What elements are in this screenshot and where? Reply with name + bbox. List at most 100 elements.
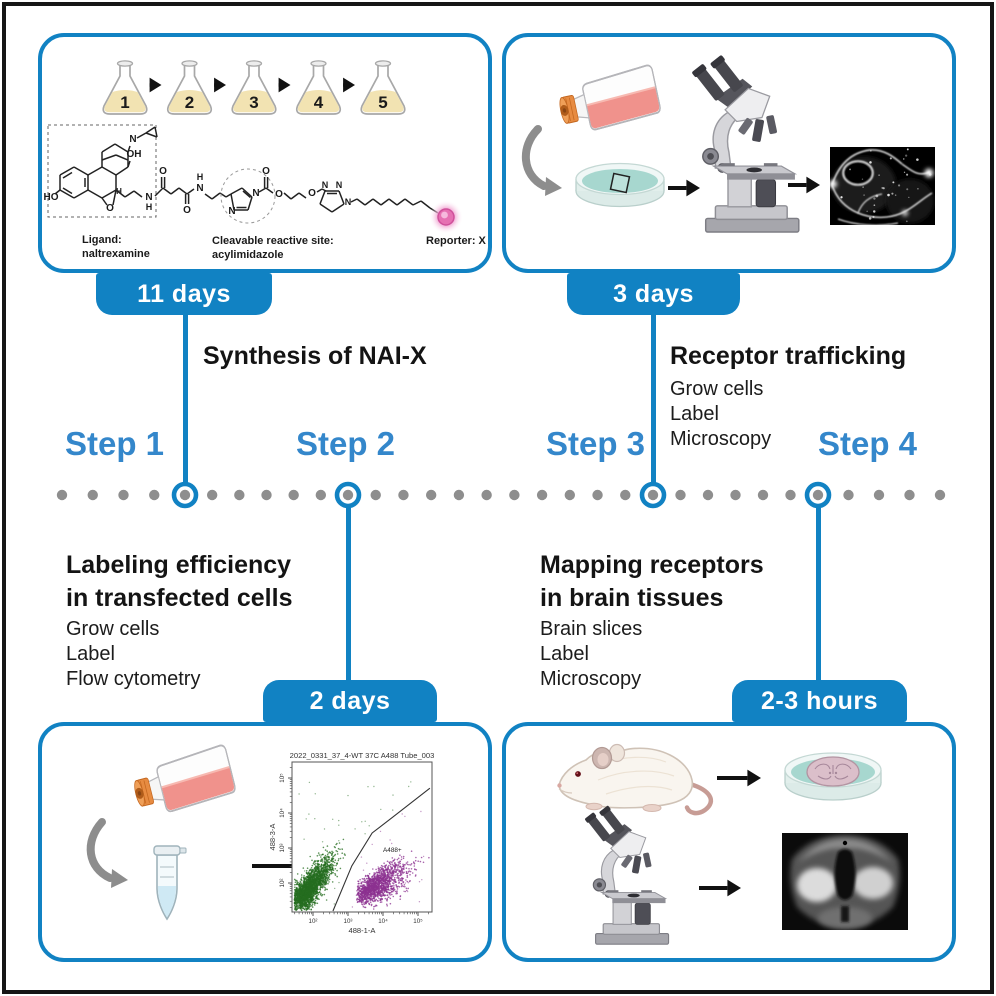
text-line: in brain tissues — [540, 584, 724, 612]
brain-image — [782, 833, 908, 930]
svg-text:N: N — [252, 188, 259, 199]
panel-trafficking — [502, 33, 956, 273]
step-label-2: Step 2 — [296, 425, 396, 462]
ligand-label: Ligand: — [82, 234, 122, 246]
svg-text:N: N — [322, 180, 329, 190]
flask-number: 3 — [249, 93, 258, 112]
erlenmeyer-flask-icon: 1 — [102, 60, 148, 115]
svg-text:N: N — [196, 183, 203, 194]
text-line: Mapping receptors — [540, 551, 764, 579]
text-line: Flow cytometry — [66, 668, 201, 690]
duration-badge-step1: 11 days — [96, 273, 272, 315]
reporter-label: Reporter: X — [426, 235, 487, 247]
flask-number: 1 — [120, 93, 129, 112]
trafficking-illustration — [521, 55, 935, 233]
text-line: Labeling efficiency — [66, 551, 292, 579]
erlenmeyer-flask-icon: 5 — [360, 60, 406, 115]
text-line: in transfected cells — [66, 584, 293, 612]
flow-cytometry-plot: 2022_0331_37_4-WT 37C A488 Tube_003 10² 10… — [268, 751, 434, 935]
coverslip-icon — [609, 172, 631, 194]
svg-text:10⁵: 10⁵ — [279, 773, 286, 783]
timeline-dots — [56, 489, 946, 501]
curved-arrow-icon — [521, 125, 562, 196]
timeline-node-step2 — [334, 481, 362, 509]
arrow-icon — [343, 77, 355, 93]
flask-row: 1 2 3 4 5 — [102, 60, 406, 115]
brain-mapping-illustration — [557, 743, 908, 945]
section-title-step4: Mapping receptors in brain tissues — [540, 549, 764, 615]
svg-text:10²: 10² — [309, 918, 318, 925]
text-line: Label — [540, 643, 589, 665]
timeline — [56, 481, 946, 509]
text-line: Label — [66, 643, 115, 665]
svg-text:O: O — [275, 189, 283, 200]
arrow-icon — [717, 769, 761, 787]
svg-text:H: H — [146, 202, 153, 212]
svg-text:N: N — [345, 197, 352, 207]
svg-text:N: N — [129, 134, 136, 145]
svg-text:N: N — [145, 192, 152, 203]
connector-step3 — [650, 314, 656, 483]
text-line: Microscopy — [540, 668, 642, 690]
microscope-icon — [585, 805, 670, 945]
svg-text:10³: 10³ — [279, 844, 286, 853]
text-line: Microscopy — [670, 428, 772, 450]
svg-text:H: H — [197, 172, 204, 182]
flask-number: 2 — [185, 93, 194, 112]
tube-icon — [153, 845, 187, 921]
flask-number: 5 — [378, 93, 387, 112]
curved-arrow-icon — [86, 818, 128, 888]
petri-dish-icon — [575, 162, 665, 208]
svg-text:O: O — [308, 188, 316, 199]
synthesis-illustration: 12345HOOOHNHNHOONHNNOOONNNLigand:naltrex… — [44, 60, 487, 261]
text-line: Receptor trafficking — [670, 342, 907, 370]
svg-text:O: O — [262, 166, 270, 177]
erlenmeyer-flask-icon: 2 — [166, 60, 213, 115]
connector-step1 — [182, 314, 188, 483]
chemical-structure: HOOOHNHNHOONHNNOOONNNLigand:naltrexamine… — [44, 124, 487, 261]
plot-ylabel: 488-3-A — [268, 823, 277, 851]
panel-brain-mapping — [502, 722, 956, 962]
svg-text:O: O — [106, 203, 114, 214]
arrow-icon — [788, 176, 820, 194]
erlenmeyer-flask-icon: 4 — [295, 60, 342, 115]
section-title-step3: Receptor trafficking — [670, 340, 906, 373]
arrow-icon — [149, 77, 162, 93]
step-label-4: Step 4 — [818, 425, 918, 462]
svg-text:N: N — [336, 180, 343, 190]
reporter-dot — [429, 200, 463, 234]
plot-title: 2022_0331_37_4-WT 37C A488 Tube_003 — [290, 751, 435, 760]
svg-text:O: O — [159, 166, 167, 177]
text-line: Brain slices — [540, 618, 643, 640]
timeline-node-step1 — [171, 481, 199, 509]
section-title-step1: Synthesis of NAI-X — [203, 340, 427, 373]
arrow-icon — [668, 179, 700, 197]
duration-badge-step3: 3 days — [567, 273, 740, 315]
arrow-icon — [214, 77, 226, 93]
erlenmeyer-flask-icon: 3 — [231, 60, 277, 115]
svg-text:10⁴: 10⁴ — [378, 918, 388, 925]
arrow-icon — [278, 77, 291, 93]
culture-flask-icon — [134, 744, 236, 813]
mouse-icon — [557, 743, 714, 816]
site-name: acylimidazole — [212, 249, 284, 261]
panel-cytometry: 2022_0331_37_4-WT 37C A488 Tube_003 10² 10… — [38, 722, 492, 962]
section-title-step2: Labeling efficiency in transfected cells — [66, 549, 292, 615]
step-label-1: Step 1 — [65, 425, 165, 462]
gate-label: A488+ — [383, 847, 402, 854]
duration-badge-step2: 2 days — [263, 680, 437, 722]
svg-text:N: N — [228, 206, 235, 217]
brain-slice-icon — [806, 756, 860, 787]
site-label: Cleavable reactive site: — [212, 235, 334, 247]
text-line: Grow cells — [670, 378, 764, 400]
panel-synthesis: 12345HOOOHNHNHOONHNNOOONNNLigand:naltrex… — [38, 33, 492, 273]
arrow-icon — [699, 879, 741, 897]
flask-number: 4 — [314, 93, 324, 112]
fluorescence-image — [830, 147, 935, 225]
svg-text:10⁴: 10⁴ — [279, 808, 286, 818]
cytometry-illustration: 2022_0331_37_4-WT 37C A488 Tube_003 10² 10… — [86, 744, 434, 935]
